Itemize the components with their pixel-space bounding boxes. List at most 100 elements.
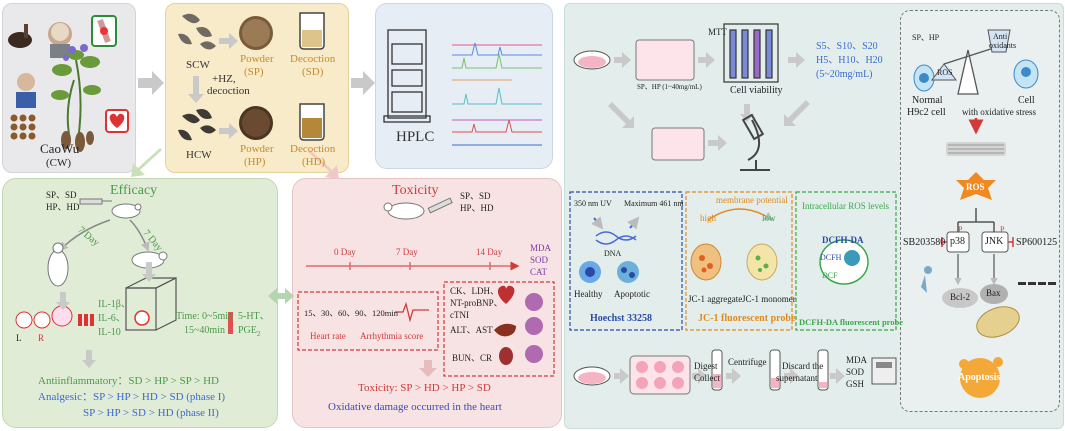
phospho-right: P bbox=[1000, 225, 1005, 234]
ros-weight bbox=[931, 63, 957, 81]
dcfh-box bbox=[795, 191, 897, 331]
tube-3-icon bbox=[817, 349, 829, 391]
inhibitor-lines bbox=[941, 237, 1014, 247]
dcfh-probe-label: DCFH-DA fluorescent probe bbox=[799, 317, 904, 327]
elderly-person-icon bbox=[16, 73, 36, 108]
syringe-icon bbox=[79, 198, 112, 205]
arrow-cw-to-processing bbox=[138, 71, 164, 95]
tubes-icon bbox=[78, 314, 94, 326]
arrow-b5 bbox=[830, 368, 845, 384]
hoechst-box bbox=[569, 191, 683, 331]
arrow-b4 bbox=[784, 368, 799, 384]
running-man-icon bbox=[921, 266, 934, 293]
chromatogram-icons bbox=[452, 42, 542, 146]
small-plate-icon bbox=[651, 127, 705, 161]
arrow-plate-to-microscope bbox=[708, 135, 727, 151]
western-blot-icon bbox=[1018, 282, 1056, 285]
mtt-rack-icon bbox=[723, 23, 779, 83]
histology-images bbox=[525, 293, 543, 363]
collect-label: Collect bbox=[694, 373, 720, 383]
paw-l-label: L bbox=[16, 333, 22, 343]
time-label-2: 15~40min bbox=[184, 325, 225, 336]
ck-ldh-label: CK、LDH、 bbox=[450, 286, 499, 296]
p38-label: p38 bbox=[950, 236, 965, 247]
petri-dish-icon bbox=[573, 50, 611, 70]
jc1-aggregate-icon bbox=[690, 243, 722, 281]
mapk-branches bbox=[957, 208, 995, 232]
bcl2-label: Bcl-2 bbox=[950, 292, 970, 302]
arrow-dish-to-plate bbox=[614, 52, 631, 68]
heart-warning-icon bbox=[105, 109, 129, 133]
arrow-b2 bbox=[692, 368, 707, 384]
biochem-box bbox=[443, 281, 555, 377]
ctni-label: cTNI bbox=[450, 310, 469, 320]
mouse-icon-top bbox=[111, 203, 142, 219]
arrow-mtt-to-groups bbox=[788, 52, 805, 68]
dcfh-cell-icon bbox=[819, 239, 869, 285]
normal-cell-label-1: Normal bbox=[912, 95, 943, 106]
jc1-monomer-icon bbox=[746, 243, 778, 281]
hz-label-2: decoction bbox=[207, 85, 250, 97]
mech-anti-2: oxidants bbox=[989, 41, 1017, 50]
toxicity-down-arrow bbox=[419, 360, 437, 377]
bcl2-shape bbox=[942, 288, 978, 308]
arrows-to-microscope bbox=[608, 100, 810, 128]
hcw-label: HCW bbox=[186, 149, 212, 161]
time-label-1: Time: 0~5min bbox=[176, 311, 233, 322]
mechanism-down-arrows bbox=[954, 254, 998, 286]
powder-hp-label: Powder bbox=[240, 143, 274, 155]
balance-scale-icon bbox=[943, 45, 1001, 95]
efficacy-dose-2: HP、HD bbox=[46, 202, 80, 212]
il1-label: IL-1β、 bbox=[98, 299, 131, 310]
person-icon bbox=[48, 22, 72, 58]
mech-ros-scale: ROS bbox=[937, 68, 953, 77]
apoptotic-cell-icon bbox=[617, 261, 639, 283]
ht-label: 5-HT、 bbox=[238, 311, 270, 322]
analgesic-result-1: Analgesic：SP > HP > HD > SD (phase I) bbox=[38, 391, 226, 403]
arrhythmia-label: Arrhythmia score bbox=[360, 331, 424, 341]
sb203580-label: SB203580 bbox=[903, 237, 946, 248]
paw-r-label: R bbox=[38, 333, 45, 343]
pge-text: PGE bbox=[238, 325, 257, 336]
uv-label: 350 nm UV bbox=[574, 199, 612, 208]
arrow-b3 bbox=[726, 368, 741, 384]
analgesic-result-2: SP > HP > SD > HD (phase II) bbox=[83, 407, 219, 419]
groups-label-3: (5~20mg/mL) bbox=[816, 69, 873, 80]
jc1-box bbox=[685, 191, 793, 331]
ntprobnp-label: NT-proBNP、 bbox=[450, 298, 503, 308]
arrow-scw-to-hcw bbox=[188, 76, 204, 103]
arrow-double-efficacy-toxicity bbox=[268, 288, 294, 304]
apoptosis-cell-icon bbox=[959, 357, 1003, 398]
efficacy-panel bbox=[2, 178, 278, 428]
pge-subscript: 2 bbox=[256, 330, 261, 338]
jnk-label: JNK bbox=[985, 236, 1004, 247]
stressed-cell-label-1: Cell bbox=[1018, 95, 1035, 106]
pills-icon bbox=[10, 114, 36, 140]
heart-rate-box bbox=[297, 291, 439, 351]
stopwatch-icon bbox=[134, 310, 150, 326]
paw-swollen-icon bbox=[51, 305, 73, 327]
bax-shape bbox=[980, 284, 1008, 304]
alt-ast-label: ALT、AST bbox=[450, 325, 493, 335]
day0-label: 0 Day bbox=[334, 247, 356, 257]
hplc-label: HPLC bbox=[396, 129, 435, 145]
groups-label-1: S5、S10、S20 bbox=[816, 41, 878, 52]
powder-hp-abbr: (HP) bbox=[244, 156, 266, 168]
stressed-cell-icon bbox=[1013, 59, 1039, 89]
bottom-dish-icon bbox=[573, 366, 611, 386]
microscope-icon bbox=[740, 113, 770, 171]
low-label: low bbox=[762, 213, 776, 223]
tube-2-icon bbox=[769, 349, 781, 391]
normal-cell-label-2: H9c2 cell bbox=[907, 107, 946, 118]
mouse-left bbox=[47, 242, 69, 287]
phospho-left: P bbox=[958, 225, 963, 234]
powder-sp-label: Powder bbox=[240, 53, 274, 65]
arrow-scw-to-powder bbox=[219, 33, 238, 49]
discard-label-2: supernatant bbox=[776, 373, 818, 383]
arrow-plate-to-mtt bbox=[698, 52, 715, 68]
digest-label: Digest bbox=[694, 361, 718, 371]
ros-star-label: ROS bbox=[966, 182, 985, 192]
scw-herb-icon bbox=[178, 13, 216, 50]
centrifuge-label: Centrifuge bbox=[728, 357, 767, 367]
